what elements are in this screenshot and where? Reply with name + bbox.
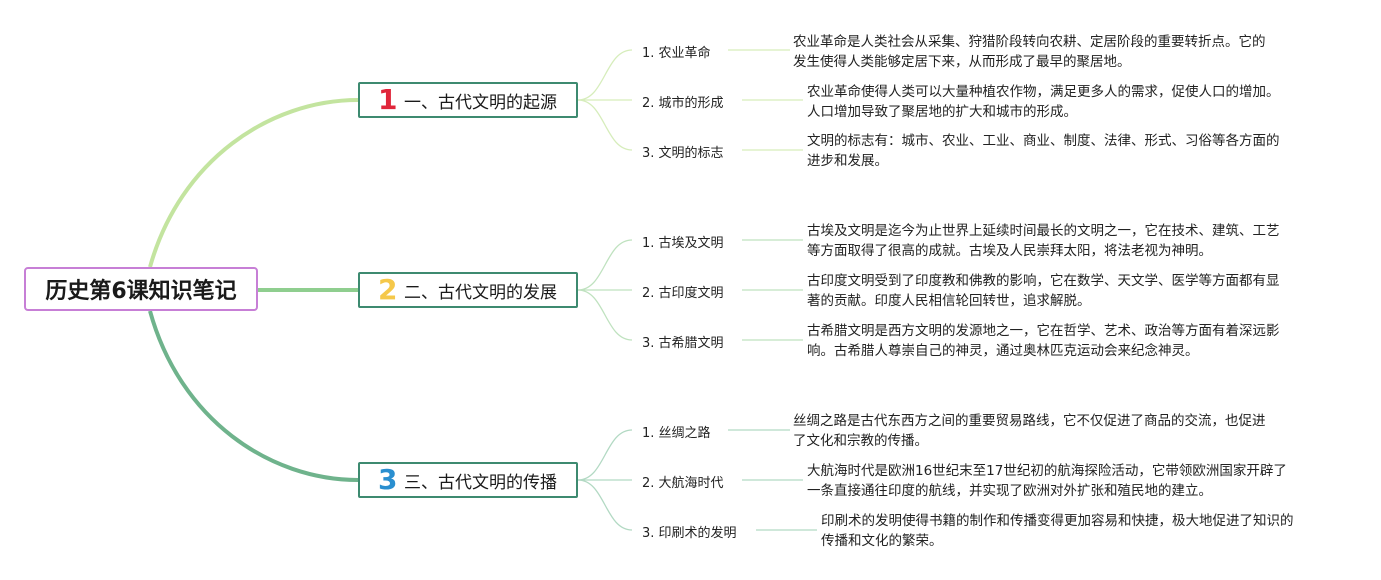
leaf-topic[interactable]: 2. 大航海时代 xyxy=(642,476,724,491)
sub-connector-3-3 xyxy=(577,479,633,531)
branch-2[interactable]: 2 二、古代文明的发展 xyxy=(358,272,578,308)
desc-line: 人口增加导致了聚居地的扩大和城市的形成。 xyxy=(807,104,1077,120)
sub-connector-2-1 xyxy=(577,239,633,291)
branch-title: 二、古代文明的发展 xyxy=(404,282,557,303)
branch-3[interactable]: 3 三、古代文明的传播 xyxy=(358,462,578,498)
desc-line: 古希腊文明是西方文明的发源地之一，它在哲学、艺术、政治等方面有着深远影 xyxy=(807,323,1280,339)
leaf-topic[interactable]: 1. 古埃及文明 xyxy=(642,236,724,251)
leaf-description: 农业革命使得人类可以大量种植农作物，满足更多人的需求，促使人口的增加。 人口增加… xyxy=(807,82,1280,122)
leaf-topic[interactable]: 2. 城市的形成 xyxy=(642,96,724,111)
leaf-description: 印刷术的发明使得书籍的制作和传播变得更加容易和快捷，极大地促进了知识的 传播和文… xyxy=(821,511,1294,551)
desc-line: 农业革命使得人类可以大量种植农作物，满足更多人的需求，促使人口的增加。 xyxy=(807,84,1280,100)
desc-line: 进步和发展。 xyxy=(807,153,888,169)
root-topic[interactable]: 历史第6课知识笔记 xyxy=(24,267,258,311)
desc-line: 著的贡献。印度人民相信轮回转世，追求解脱。 xyxy=(807,293,1091,309)
branch-title: 一、古代文明的起源 xyxy=(404,92,557,113)
number-3-icon: 3 xyxy=(378,463,398,496)
branch-title: 三、古代文明的传播 xyxy=(404,472,557,493)
leaf-topic[interactable]: 3. 古希腊文明 xyxy=(642,336,724,351)
leaf-description: 丝绸之路是古代东西方之间的重要贸易路线，它不仅促进了商品的交流，也促进 了文化和… xyxy=(793,411,1266,451)
desc-line: 丝绸之路是古代东西方之间的重要贸易路线，它不仅促进了商品的交流，也促进 xyxy=(793,413,1266,429)
sub-connector-3-1 xyxy=(577,429,633,481)
leaf-topic[interactable]: 1. 丝绸之路 xyxy=(642,426,711,441)
leaf-description: 大航海时代是欧洲16世纪末至17世纪初的航海探险活动，它带领欧洲国家开辟了 一条… xyxy=(807,461,1287,501)
main-connector-3 xyxy=(148,310,359,482)
leaf-topic[interactable]: 2. 古印度文明 xyxy=(642,286,724,301)
desc-line: 发生使得人类能够定居下来，从而形成了最早的聚居地。 xyxy=(793,54,1131,70)
desc-line: 响。古希腊人尊崇自己的神灵，通过奥林匹克运动会来纪念神灵。 xyxy=(807,343,1199,359)
desc-line: 了文化和宗教的传播。 xyxy=(793,433,928,449)
sub-connector-1-1 xyxy=(577,49,633,101)
sub-connector-1-3 xyxy=(577,99,633,151)
leaf-topic[interactable]: 3. 文明的标志 xyxy=(642,146,724,161)
desc-line: 古埃及文明是迄今为止世界上延续时间最长的文明之一，它在技术、建筑、工艺 xyxy=(807,223,1280,239)
leaf-description: 古印度文明受到了印度教和佛教的影响，它在数学、天文学、医学等方面都有显 著的贡献… xyxy=(807,271,1280,311)
sub-connector-2-3 xyxy=(577,289,633,341)
number-1-icon: 1 xyxy=(378,83,398,116)
branch-1[interactable]: 1 一、古代文明的起源 xyxy=(358,82,578,118)
desc-line: 文明的标志有：城市、农业、工业、商业、制度、法律、形式、习俗等各方面的 xyxy=(807,133,1280,149)
leaf-description: 古埃及文明是迄今为止世界上延续时间最长的文明之一，它在技术、建筑、工艺 等方面取… xyxy=(807,221,1280,261)
desc-line: 古印度文明受到了印度教和佛教的影响，它在数学、天文学、医学等方面都有显 xyxy=(807,273,1280,289)
main-connector-1 xyxy=(148,98,359,268)
leaf-description: 文明的标志有：城市、农业、工业、商业、制度、法律、形式、习俗等各方面的 进步和发… xyxy=(807,131,1280,171)
leaf-description: 古希腊文明是西方文明的发源地之一，它在哲学、艺术、政治等方面有着深远影 响。古希… xyxy=(807,321,1280,361)
desc-line: 传播和文化的繁荣。 xyxy=(821,533,943,549)
desc-line: 一条直接通往印度的航线，并实现了欧洲对外扩张和殖民地的建立。 xyxy=(807,483,1212,499)
leaf-topic[interactable]: 3. 印刷术的发明 xyxy=(642,526,737,541)
leaf-description: 农业革命是人类社会从采集、狩猎阶段转向农耕、定居阶段的重要转折点。它的 发生使得… xyxy=(793,32,1266,72)
desc-line: 印刷术的发明使得书籍的制作和传播变得更加容易和快捷，极大地促进了知识的 xyxy=(821,513,1294,529)
root-title: 历史第6课知识笔记 xyxy=(45,279,237,304)
leaf-topic[interactable]: 1. 农业革命 xyxy=(642,46,711,61)
desc-line: 等方面取得了很高的成就。古埃及人民崇拜太阳，将法老视为神明。 xyxy=(807,243,1212,259)
desc-line: 农业革命是人类社会从采集、狩猎阶段转向农耕、定居阶段的重要转折点。它的 xyxy=(793,34,1266,50)
desc-line: 大航海时代是欧洲16世纪末至17世纪初的航海探险活动，它带领欧洲国家开辟了 xyxy=(807,463,1287,479)
number-2-icon: 2 xyxy=(378,273,398,306)
